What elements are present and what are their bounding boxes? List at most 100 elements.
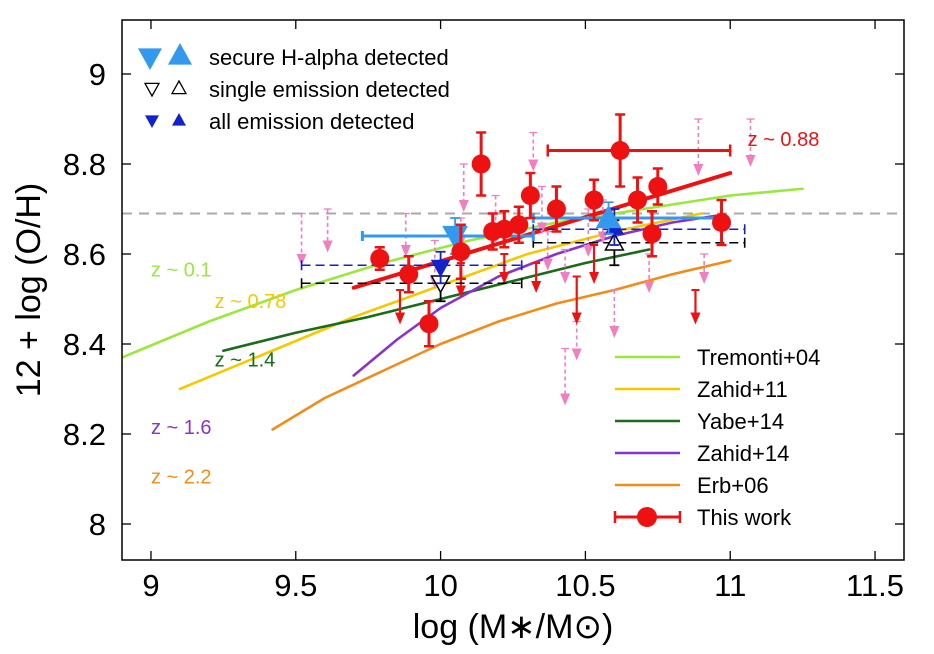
legend-label: Erb+06 <box>697 473 769 498</box>
this-work-point <box>642 210 662 258</box>
y-tick-label: 8.8 <box>63 147 106 182</box>
red-upper-limit-arrow <box>499 253 510 284</box>
legend-label: This work <box>697 505 792 530</box>
red-upper-limit-arrow <box>571 275 582 325</box>
stacked-point-small-down <box>430 250 451 285</box>
legend-label: secure H-alpha detected <box>209 45 449 70</box>
pink-upper-limit-arrow <box>528 131 539 172</box>
pink-upper-limit-arrow <box>699 253 710 284</box>
pink-upper-limit-arrow-head <box>296 254 307 266</box>
pink-upper-limit-arrow-head <box>400 245 411 257</box>
this-work-point <box>520 171 540 220</box>
x-tick-label: 11 <box>714 568 746 603</box>
pink-upper-limit-arrow-head <box>560 393 571 406</box>
this-work-marker <box>370 249 390 268</box>
red-upper-limit-arrow <box>690 289 701 325</box>
legend-open-down-triangle <box>143 82 161 98</box>
red-upper-limit-arrow-head <box>571 312 582 325</box>
this-work-marker <box>494 219 514 239</box>
pink-upper-limit-arrow-head <box>693 164 704 176</box>
pink-upper-limit-arrow-head <box>458 200 469 212</box>
legend-open-up-triangle <box>170 79 188 95</box>
this-work-marker <box>648 177 668 196</box>
triangle-down-marker <box>430 259 451 278</box>
legend-small-down-triangle <box>145 115 159 128</box>
triangle-up-marker <box>595 204 622 229</box>
legend-big-up-triangle <box>168 43 192 65</box>
pink-upper-limit-arrow-head <box>528 159 539 172</box>
x-tick-label: 10 <box>423 568 457 603</box>
series-line-3 <box>352 214 718 377</box>
pink-upper-limit-arrow <box>542 230 553 271</box>
pink-upper-limit-arrow <box>400 212 411 257</box>
pink-upper-limit-arrow-head <box>322 240 333 253</box>
red-upper-limit-arrow-head <box>690 312 701 325</box>
this-work-marker <box>399 264 419 284</box>
legend-label: Zahid+14 <box>697 441 789 466</box>
y-tick-label: 8.2 <box>63 417 106 452</box>
legend-relations: Tremonti+04Zahid+11Yabe+14Zahid+14Erb+06… <box>613 345 820 530</box>
pink-upper-limit-arrow-head <box>583 245 594 257</box>
pink-upper-limit-arrow <box>322 208 333 253</box>
x-tick-label: 10.5 <box>555 568 615 603</box>
this-work-marker <box>642 224 662 244</box>
this-work-marker <box>509 215 529 235</box>
this-work-point <box>451 223 471 280</box>
red-upper-limit-arrow <box>395 289 406 325</box>
plot-frame <box>121 19 905 561</box>
legend-label: Zahid+11 <box>697 377 788 402</box>
red-upper-limit-arrow-head <box>499 272 510 284</box>
red-upper-limit-arrow-head <box>395 312 406 325</box>
legend-big-down-triangle <box>138 48 162 70</box>
this-work-point <box>712 198 732 247</box>
y-axis-label: 12 + log (O/H) <box>10 183 48 397</box>
redshift-label: z ~ 1.4 <box>215 350 276 372</box>
this-work-point <box>419 300 439 348</box>
red-upper-limit-arrow-head <box>455 285 466 298</box>
legend-marker <box>637 507 657 527</box>
this-work-point <box>509 205 529 244</box>
pink-upper-limit-arrow-head <box>571 348 582 361</box>
pink-upper-limit-arrow <box>693 118 704 176</box>
pink-upper-limit-arrow-head <box>644 281 655 293</box>
this-work-point <box>546 113 732 188</box>
plot-content <box>122 113 904 431</box>
y-tick-label: 8.4 <box>63 327 106 362</box>
red-upper-limit-arrow <box>589 244 600 284</box>
this-work-marker <box>520 186 540 205</box>
pink-upper-limit-arrow <box>560 347 571 406</box>
this-work-marker <box>712 213 732 232</box>
pink-upper-limit-arrow <box>458 163 469 212</box>
pink-upper-limit-arrow <box>583 208 594 257</box>
this-work-point <box>471 131 491 197</box>
x-tick-label: 11.5 <box>846 568 904 603</box>
this-work-point <box>546 185 566 233</box>
stacked-point-dashed-range <box>300 260 523 271</box>
this-work-marker <box>546 199 566 219</box>
legend-label: all emission detected <box>209 109 414 134</box>
y-tick-label: 8 <box>89 507 106 542</box>
red-upper-limit-arrow-head <box>589 272 600 284</box>
pink-upper-limit-arrow <box>571 320 582 361</box>
pink-upper-limit-arrow <box>745 118 756 167</box>
x-axis-label: log (M∗/M⊙) <box>413 608 614 646</box>
this-work-marker <box>584 190 604 210</box>
legend-label: Yabe+14 <box>697 409 784 434</box>
this-work-marker <box>610 141 630 160</box>
redshift-label: z ~ 0.88 <box>748 129 820 151</box>
pink-upper-limit-arrow-head <box>609 326 620 338</box>
red-upper-limit-arrow-head <box>531 281 542 293</box>
redshift-label: z ~ 2.2 <box>151 467 212 489</box>
this-work-point <box>494 210 514 249</box>
pink-upper-limit-arrow <box>609 289 620 338</box>
this-work-marker <box>451 242 471 262</box>
legend-label: Tremonti+04 <box>697 345 820 370</box>
this-work-marker <box>628 190 648 210</box>
y-tick-label: 9 <box>89 57 106 92</box>
redshift-label: z ~ 1.6 <box>151 417 212 439</box>
redshift-label: z ~ 0.1 <box>151 260 212 282</box>
redshift-label: z ~ 0.78 <box>215 291 287 313</box>
